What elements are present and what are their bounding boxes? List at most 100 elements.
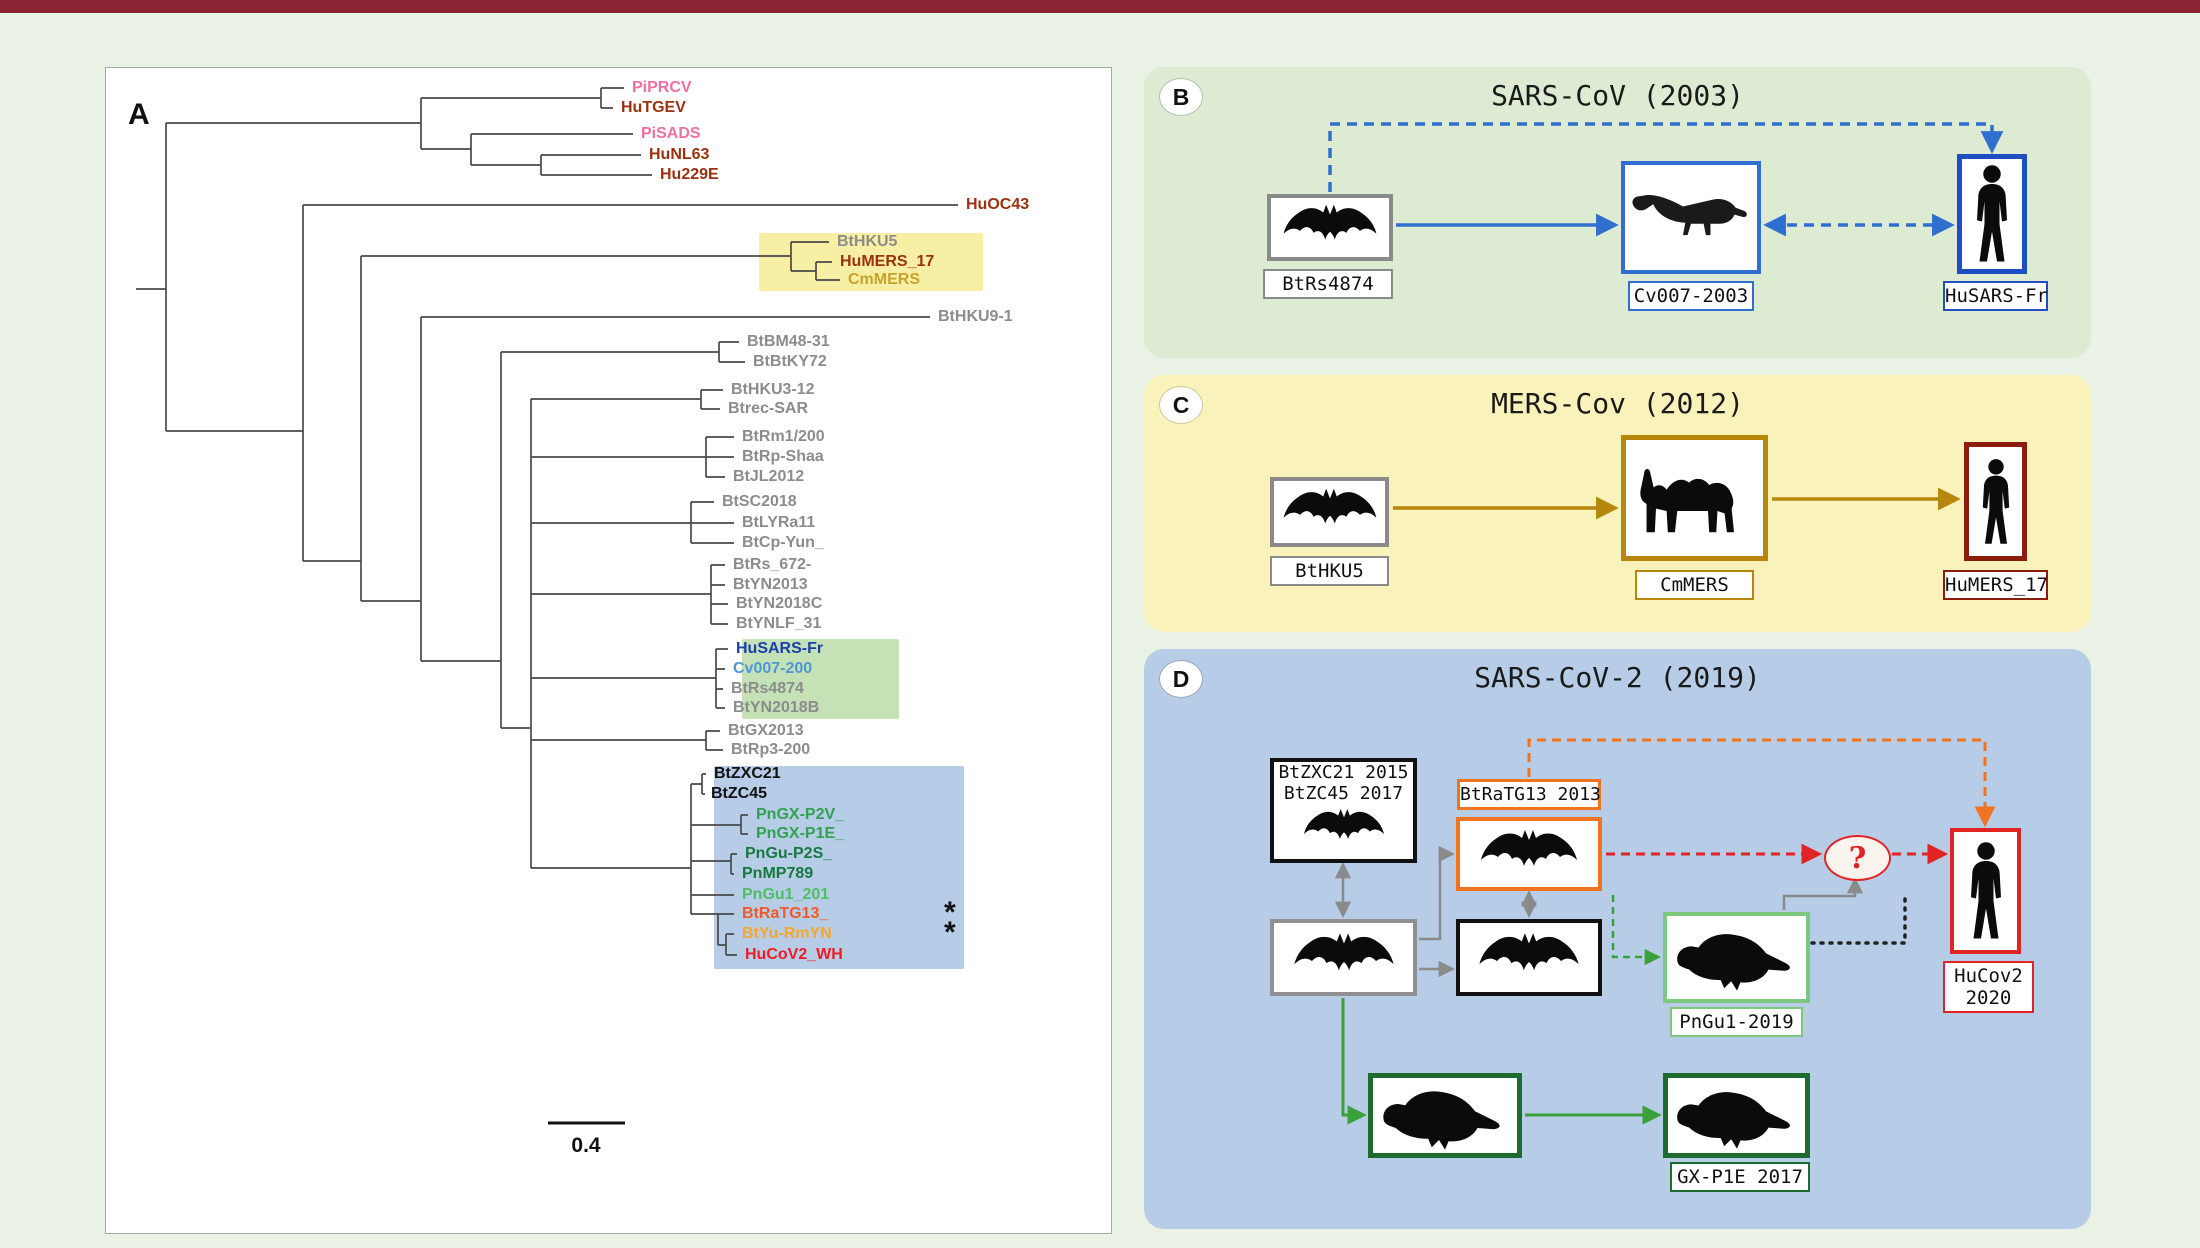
asterisk-ratg13: *	[944, 896, 956, 929]
bat-icon	[1277, 483, 1383, 541]
arrow-orangebat-to-pngu1-green-dashed	[1611, 895, 1661, 966]
tree-taxon-BtYN2018C: BtYN2018C	[736, 595, 823, 612]
tree-taxon-BtYN2013: BtYN2013	[733, 576, 808, 593]
bat-icon	[1285, 804, 1403, 854]
panel-d-title: SARS-CoV-2 (2019)	[1474, 661, 1761, 694]
tree-taxon-Hu229E: Hu229E	[660, 166, 719, 183]
civet-icon-box	[1621, 161, 1761, 274]
human-c-icon-box	[1964, 442, 2027, 561]
bat-b-label: BtRs4874	[1263, 269, 1393, 299]
panel-a-letter: A	[128, 98, 150, 131]
tree-taxon-HuCoV2_WH: HuCoV2_WH	[745, 946, 843, 963]
tree-taxon-BtRs_672-: BtRs_672-	[733, 556, 812, 573]
zxc-zc-bat-box: BtZXC21 2015 BtZC45 2017	[1270, 758, 1417, 863]
camel-icon-box	[1621, 435, 1768, 561]
question-mark-text: ?	[1848, 840, 1867, 876]
human-icon	[1974, 452, 2018, 552]
tree-taxon-HuMERS_17: HuMERS_17	[840, 253, 935, 270]
tree-taxon-PiSADS: PiSADS	[641, 125, 701, 142]
bat-c-icon-box	[1270, 477, 1389, 547]
tree-taxon-HuTGEV: HuTGEV	[621, 99, 686, 116]
camel-icon	[1630, 456, 1760, 540]
tree-taxon-BtZXC21: BtZXC21	[714, 765, 781, 782]
tree-taxon-BtRaTG13_: BtRaTG13_	[742, 905, 829, 922]
ratg13-label: BtRaTG13 2013	[1457, 779, 1601, 810]
civet-label: Cv007-2003	[1628, 281, 1754, 311]
arrow-graybat-to-pangolin-green	[1341, 998, 1367, 1125]
panel-d-sars-cov-2: D SARS-CoV-2 (2019) BtZXC21 2015 BtZC45 …	[1144, 649, 2091, 1229]
tree-taxon-BtYN2018B: BtYN2018B	[733, 699, 820, 716]
bat-b-icon-box	[1267, 194, 1393, 261]
gray-bat-box	[1270, 919, 1417, 996]
tree-taxon-BtRm1/200: BtRm1/200	[742, 428, 825, 445]
zxc-label-line2: BtZC45 2017	[1283, 783, 1404, 804]
pngu1-label: PnGu1-2019	[1670, 1007, 1803, 1037]
panel-d-badge: D	[1160, 661, 1202, 697]
human-c-label: HuMERS_17	[1943, 570, 2048, 600]
zxc-label-line1: BtZXC21 2015	[1278, 762, 1409, 783]
human-d-label: HuCov2 2020	[1943, 961, 2034, 1013]
tree-taxon-BtYNLF_31: BtYNLF_31	[736, 615, 822, 632]
tree-taxon-PnGX-P1E_: PnGX-P1E_	[756, 825, 845, 842]
tree-taxon-PnGu1_201: PnGu1_201	[742, 886, 830, 903]
tree-taxon-BtZC45: BtZC45	[711, 785, 768, 802]
human-icon	[1961, 837, 2011, 945]
tree-taxon-BtBtKY72: BtBtKY72	[753, 353, 827, 370]
tree-taxon-HuSARS-Fr: HuSARS-Fr	[736, 640, 824, 657]
bat-icon	[1469, 824, 1589, 884]
human-icon	[1967, 162, 2017, 266]
tree-taxon-BtRp3-200: BtRp3-200	[731, 741, 811, 758]
ratg13-bat-box	[1456, 817, 1602, 891]
gxp1e-label: GX-P1E 2017	[1670, 1162, 1810, 1192]
asterisk-rmyn: *	[944, 916, 956, 949]
tree-taxon-Cv007-200: Cv007-200	[733, 660, 813, 677]
panel-c-badge: C	[1160, 387, 1202, 423]
tree-taxon-BtRs4874: BtRs4874	[731, 680, 804, 697]
top-accent-bar	[0, 0, 2200, 13]
bat-c-label: BtHKU5	[1270, 556, 1389, 586]
tree-taxon-BtJL2012: BtJL2012	[733, 468, 805, 485]
tree-taxon-PnGu-P2S_: PnGu-P2S_	[745, 845, 833, 862]
tree-taxon-HuOC43: HuOC43	[966, 196, 1030, 213]
black-bat-box	[1456, 919, 1602, 996]
tree-taxon-PnMP789: PnMP789	[742, 865, 814, 882]
camel-label: CmMERS	[1635, 570, 1754, 600]
bat-icon	[1274, 199, 1386, 257]
pngu1-pangolin-box	[1663, 912, 1810, 1003]
sars2-clade-highlight	[714, 766, 964, 969]
pangolin-icon	[1379, 1080, 1511, 1152]
arrow-graybat-to-orangebat	[1419, 845, 1455, 941]
civet-icon	[1628, 187, 1754, 249]
panel-c-title: MERS-Cov (2012)	[1491, 387, 1744, 420]
dotted-pngu1-to-human	[1810, 897, 1907, 945]
tree-taxon-BtBM48-31: BtBM48-31	[747, 333, 830, 350]
tree-taxon-PiPRCV: PiPRCV	[632, 79, 692, 96]
dark-green-pangolin-box	[1368, 1073, 1522, 1158]
tree-taxon-BtSC2018: BtSC2018	[722, 493, 797, 510]
tree-taxon-BtRp-Shaa: BtRp-Shaa	[742, 448, 824, 465]
pangolin-icon	[1673, 1081, 1801, 1151]
panel-c-mers-cov: C MERS-Cov (2012) BtHKU5 CmMERS HuMERS_1…	[1144, 375, 2091, 632]
tree-taxon-PnGX-P2V_: PnGX-P2V_	[756, 806, 845, 823]
tree-taxon-BtLYRa11: BtLYRa11	[742, 514, 816, 531]
tree-taxon-BtGX2013: BtGX2013	[728, 722, 804, 739]
panel-b-badge: B	[1160, 79, 1202, 115]
bat-icon	[1283, 927, 1405, 989]
arrow-pngu1-to-question	[1782, 877, 1864, 910]
phylo-tree-canvas: 0.4	[136, 87, 958, 1157]
tree-taxon-BtHKU3-12: BtHKU3-12	[731, 381, 815, 398]
tree-taxon-Btrec-SAR: Btrec-SAR	[728, 400, 809, 417]
human-d-label-line2: 2020	[1965, 987, 2012, 1009]
panel-b-sars-cov: B SARS-CoV (2003) BtRs4874 Cv007-2003 Hu…	[1144, 67, 2091, 358]
gxp1e-pangolin-box	[1663, 1073, 1810, 1158]
tree-taxon-BtYu-RmYN: BtYu-RmYN	[742, 925, 832, 942]
panel-b-title: SARS-CoV (2003)	[1491, 79, 1744, 112]
tree-branches	[136, 87, 958, 956]
scale-bar-label: 0.4	[571, 1134, 601, 1157]
bat-icon	[1468, 927, 1590, 989]
human-d-icon-box	[1950, 828, 2021, 954]
sars-clade-highlight	[742, 639, 899, 719]
tree-taxon-BtHKU5: BtHKU5	[837, 233, 898, 250]
